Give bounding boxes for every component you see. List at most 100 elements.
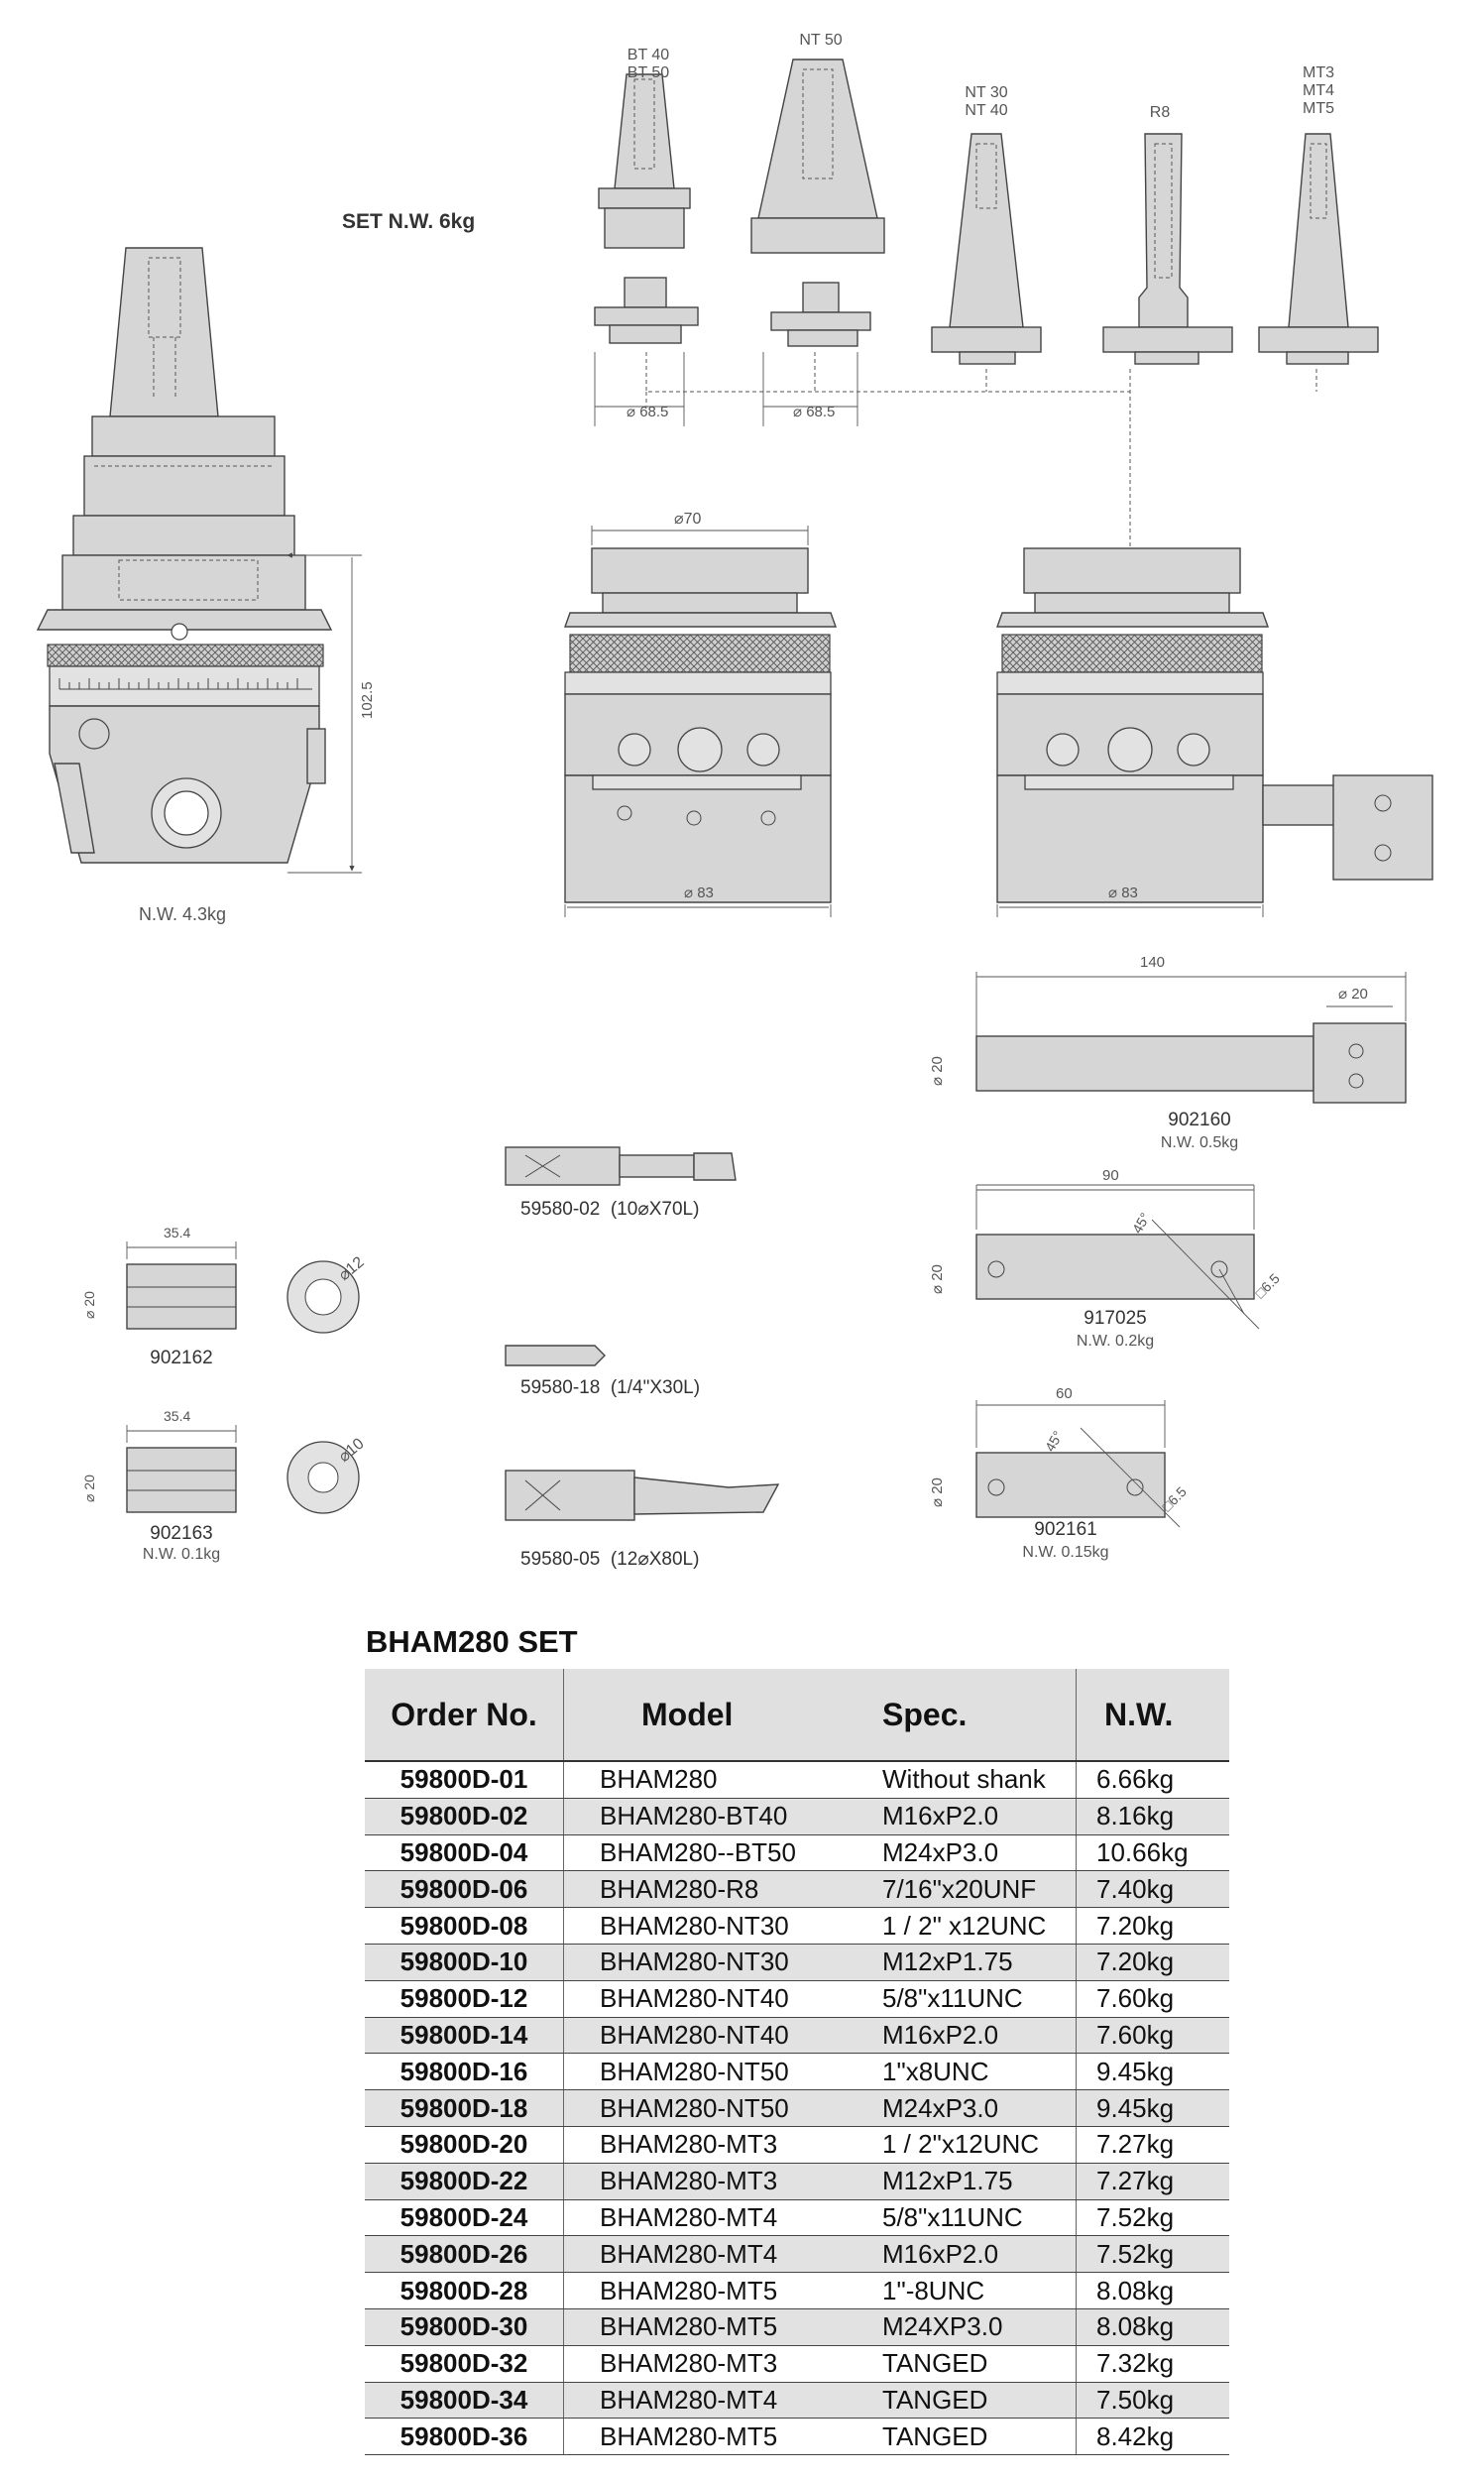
order-no-cell: 59800D-01	[365, 1761, 564, 1799]
boring-bars	[505, 1146, 780, 1521]
nw-cell: 8.42kg	[1076, 2418, 1229, 2456]
model-cell: BHAM280-MT4	[563, 2199, 882, 2237]
dim-20-917025: ⌀ 20	[929, 1264, 946, 1294]
nw-cell: 7.32kg	[1076, 2345, 1229, 2383]
sq-6-5-a: □6.5	[1252, 1270, 1283, 1301]
order-no-cell: 59800D-14	[365, 2017, 564, 2055]
model-cell: BHAM280-MT5	[563, 2308, 882, 2346]
nw-cell: 8.08kg	[1076, 2272, 1229, 2309]
nw-902160: N.W. 0.5kg	[1161, 1134, 1238, 1151]
model-cell: BHAM280-BT40	[563, 1798, 882, 1835]
order-no-cell: 59800D-34	[365, 2382, 564, 2420]
spec-cell: M12xP1.75	[882, 1944, 1077, 1981]
dim-68-5-a: ⌀ 68.5	[627, 404, 668, 420]
spec-cell: 5/8"x11UNC	[882, 1980, 1077, 2018]
header-nw: N.W.	[1076, 1669, 1229, 1762]
spec-cell: Without shank	[882, 1761, 1077, 1799]
spec-cell: TANGED	[882, 2345, 1077, 2383]
table-header-row: Order No. Model Spec. N.W.	[365, 1669, 1229, 1762]
dim-102-5: 102.5	[359, 681, 376, 719]
nw-cell: 6.66kg	[1076, 1761, 1229, 1799]
spec-cell: M24xP3.0	[882, 1834, 1077, 1872]
order-no-cell: 59800D-12	[365, 1980, 564, 2018]
order-no-cell: 59800D-02	[365, 1798, 564, 1835]
model-cell: BHAM280-NT50	[563, 2089, 882, 2127]
model-cell: BHAM280-MT3	[563, 2163, 882, 2200]
label-nt-40: NT 40	[965, 102, 1007, 119]
head-net-weight-label: N.W. 4.3kg	[139, 904, 226, 924]
nw-cell: 7.52kg	[1076, 2235, 1229, 2274]
nw-902163: N.W. 0.1kg	[143, 1546, 220, 1563]
boring-heads-front-views	[564, 526, 1433, 917]
order-no-cell: 59800D-22	[365, 2163, 564, 2200]
dim-35-4-a: 35.4	[164, 1225, 190, 1240]
nw-cell: 7.20kg	[1076, 1907, 1229, 1945]
order-no-cell: 59800D-30	[365, 2308, 564, 2346]
dim-20-end: ⌀ 20	[1338, 986, 1368, 1003]
set-net-weight-label: SET N.W. 6kg	[342, 210, 475, 233]
header-model: Model	[563, 1669, 882, 1762]
part-917025: 917025	[1084, 1308, 1146, 1329]
order-no-cell: 59800D-36	[365, 2418, 564, 2456]
label-bt-50: BT 50	[628, 64, 670, 81]
model-cell: BHAM280-MT4	[563, 2382, 882, 2420]
part-902161: 902161	[1034, 1519, 1096, 1540]
nw-cell: 9.45kg	[1076, 2053, 1229, 2091]
nw-cell: 8.08kg	[1076, 2308, 1229, 2346]
set-table-title: BHAM280 SET	[366, 1624, 578, 1659]
part-902163: 902163	[150, 1523, 212, 1544]
order-no-cell: 59800D-20	[365, 2126, 564, 2164]
model-cell: BHAM280-NT40	[563, 2017, 882, 2055]
model-cell: BHAM280-MT4	[563, 2235, 882, 2274]
boring-head-assembly	[36, 247, 362, 873]
spec-cell: M16xP2.0	[882, 1798, 1077, 1835]
model-cell: BHAM280-MT5	[563, 2418, 882, 2456]
dim-68-5-b: ⌀ 68.5	[793, 404, 835, 420]
collets	[126, 1241, 360, 1514]
nw-902161: N.W. 0.15kg	[1022, 1544, 1108, 1561]
spec-cell: 1 / 2" x12UNC	[882, 1907, 1077, 1945]
order-no-cell: 59800D-18	[365, 2089, 564, 2127]
bar-59580-18: 59580-18 (1/4"X30L)	[520, 1377, 700, 1398]
order-no-cell: 59800D-32	[365, 2345, 564, 2383]
dim-90: 90	[1102, 1167, 1119, 1184]
header-order-no: Order No.	[365, 1669, 564, 1762]
extension-bars	[975, 972, 1407, 1528]
order-no-cell: 59800D-06	[365, 1870, 564, 1909]
label-nt-30: NT 30	[965, 84, 1007, 101]
nw-cell: 7.60kg	[1076, 2017, 1229, 2055]
part-902160: 902160	[1168, 1110, 1230, 1130]
dim-83-a: ⌀ 83	[684, 885, 714, 901]
label-mt3: MT3	[1303, 64, 1334, 81]
order-no-cell: 59800D-24	[365, 2199, 564, 2237]
dim-20-collet-a: ⌀ 20	[81, 1291, 97, 1319]
label-mt5: MT5	[1303, 100, 1334, 117]
bar-59580-02: 59580-02 (10⌀X70L)	[520, 1199, 699, 1220]
model-cell: BHAM280	[563, 1761, 882, 1799]
nw-cell: 7.27kg	[1076, 2126, 1229, 2164]
order-no-cell: 59800D-16	[365, 2053, 564, 2091]
dim-35-4-b: 35.4	[164, 1408, 190, 1424]
nw-cell: 7.52kg	[1076, 2199, 1229, 2237]
spec-cell: TANGED	[882, 2382, 1077, 2420]
model-cell: BHAM280-MT3	[563, 2345, 882, 2383]
